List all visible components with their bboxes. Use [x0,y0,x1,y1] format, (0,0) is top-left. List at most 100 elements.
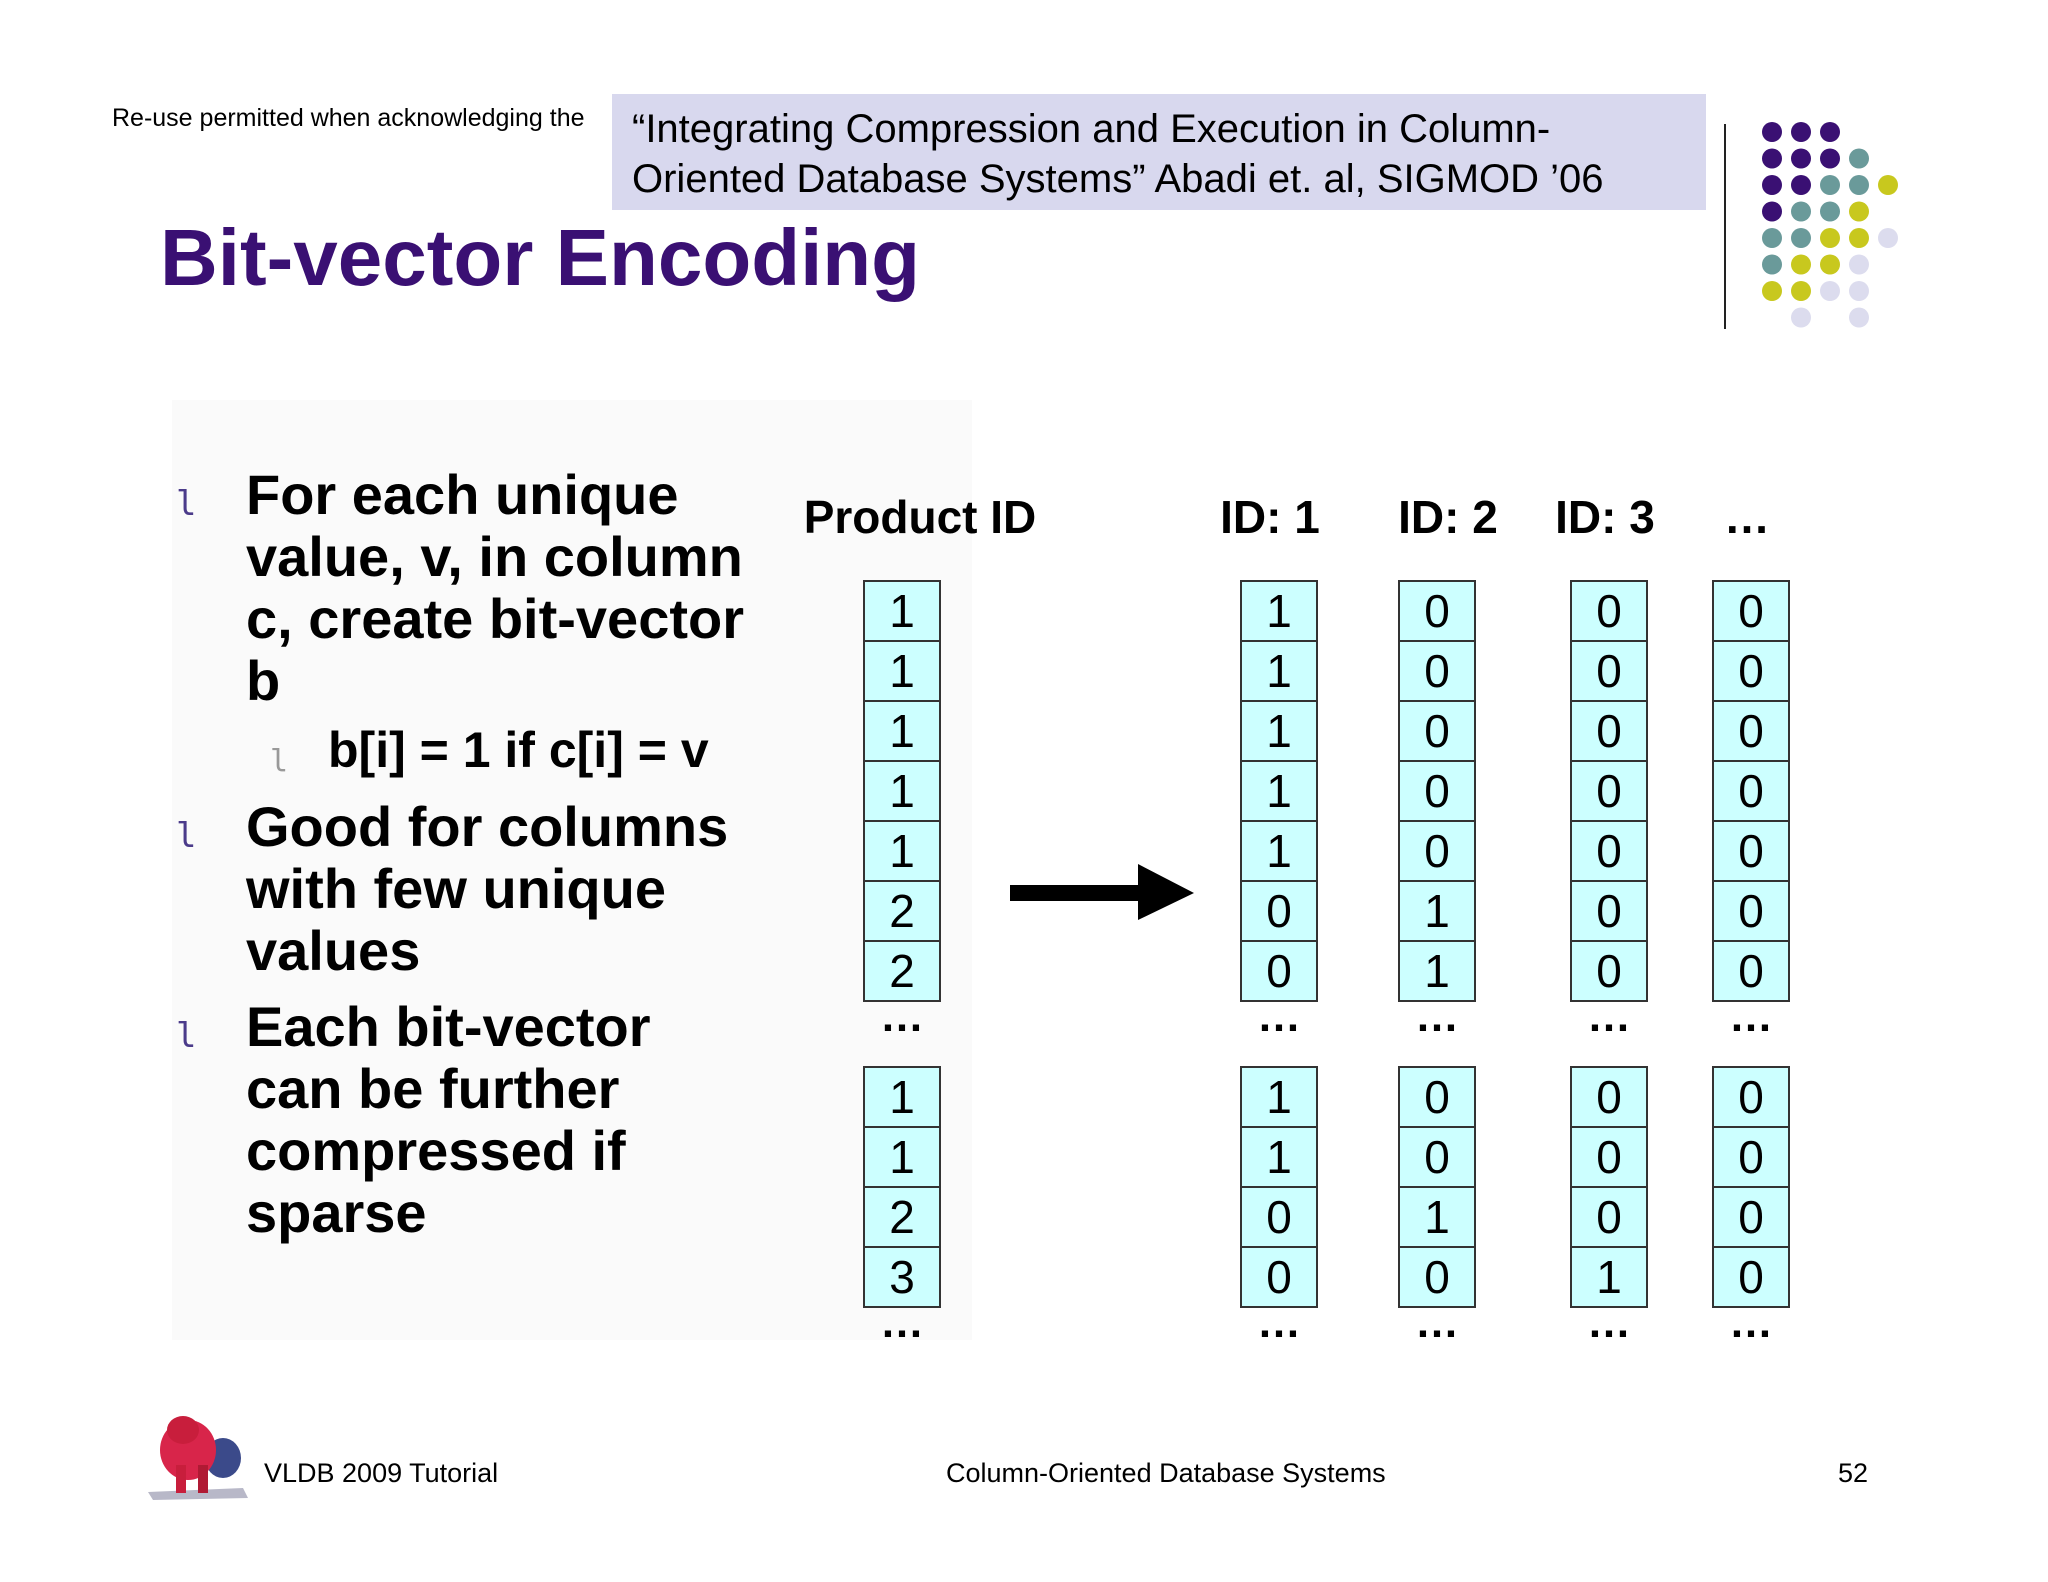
header-divider [1724,124,1726,329]
decorative-dot [1849,175,1869,195]
cell-group-bottom: 0 0 1 0 [1398,1066,1476,1308]
table-cell: 0 [1712,700,1790,762]
decorative-dot [1791,201,1811,222]
table-cell: 0 [1712,820,1790,882]
table-cell: 0 [1398,700,1476,762]
decorative-dot [1762,148,1782,169]
decorative-dot [1849,281,1869,301]
table-cell: 1 [1398,880,1476,942]
decorative-dot [1849,148,1869,169]
decorative-dot [1820,175,1840,195]
table-cell: 1 [863,700,941,762]
table-cell: 0 [1712,880,1790,942]
table-cell: 1 [863,820,941,882]
table-cell: 0 [1712,940,1790,1002]
decorative-dot [1820,122,1840,142]
citation-box: “Integrating Compression and Execution i… [612,94,1706,210]
footer-event: VLDB 2009 Tutorial [264,1458,499,1488]
table-cell: 1 [863,1066,941,1128]
sub-bullet-marker: l [270,744,289,779]
table-cell: 0 [1570,880,1648,942]
table-cell: 0 [1570,1186,1648,1248]
bullet-1-line: b [246,649,281,712]
table-cell: 3 [863,1246,941,1308]
table-cell: 0 [1712,1186,1790,1248]
table-cell: 0 [1570,760,1648,822]
decorative-dot [1849,201,1869,222]
ellipsis: … [1257,1298,1301,1347]
column-header-product-id: Product ID [803,491,1037,543]
table-cell: 0 [1398,820,1476,882]
lion-statue-logo-icon [148,1416,248,1500]
column-header-id-1: ID: 1 [1220,491,1320,543]
decorative-dot [1791,307,1811,328]
table-cell: 1 [1240,580,1318,642]
citation-line-2: Oriented Database Systems” Abadi et. al,… [632,157,1604,201]
table-cell: 0 [1712,640,1790,702]
table-cell: 0 [1398,580,1476,642]
decorative-dot [1791,281,1811,301]
table-cell: 0 [1570,1126,1648,1188]
bullet-marker: l [176,484,197,524]
bitvector-column-id-3: 0 0 0 0 0 0 0 … 0 0 0 1 … [1570,580,1648,1345]
table-cell: 1 [1240,700,1318,762]
table-cell: 2 [863,940,941,1002]
table-cell: 2 [863,880,941,942]
table-cell: 1 [863,1126,941,1188]
bullet-marker: l [176,1016,197,1056]
table-cell: 0 [1398,760,1476,822]
bitvector-column-id-1: 1 1 1 1 1 0 0 … 1 1 0 0 … [1240,580,1318,1347]
table-cell: 1 [1240,760,1318,822]
right-arrow-icon [1010,864,1194,920]
bullet-2-line: with few unique [246,857,666,920]
table-cell: 0 [1712,1126,1790,1188]
bullet-marker: l [176,816,197,856]
decorative-dot [1820,254,1840,275]
bitvector-column-id-2: 0 0 0 0 0 1 1 … 0 0 1 0 … [1398,580,1476,1347]
content-panel [172,400,972,1340]
table-cell: 0 [1712,760,1790,822]
decorative-dot [1820,228,1840,248]
decorative-dot [1820,201,1840,222]
sub-bullet-1: b[i] = 1 if c[i] = v [328,722,709,778]
table-cell: 1 [1240,1126,1318,1188]
decorative-dot [1878,175,1898,195]
bullet-1-line: c, create bit-vector [246,587,744,650]
table-cell: 1 [1398,940,1476,1002]
table-cell: 0 [1398,1126,1476,1188]
bullet-2-line: Good for columns [246,795,729,858]
table-cell: 0 [1712,1246,1790,1308]
decorative-dot [1878,228,1898,248]
cell-group-bottom: 0 0 0 0 [1712,1066,1790,1308]
page-number: 52 [1838,1458,1869,1488]
decorative-dot [1820,281,1840,301]
reuse-note: Re-use permitted when acknowledging the [112,104,585,132]
cell-group-top: 1 1 1 1 1 2 2 [863,580,941,1002]
footer-title: Column-Oriented Database Systems [946,1458,1386,1488]
table-cell: 0 [1712,580,1790,642]
ellipsis: … [1415,1298,1459,1347]
bullet-3-line: Each bit-vector [246,995,651,1058]
table-cell: 0 [1570,1066,1648,1128]
table-cell: 0 [1398,1066,1476,1128]
cell-group-bottom: 1 1 0 0 [1240,1066,1318,1308]
decorative-dot [1762,228,1782,248]
decorative-dot [1791,254,1811,275]
table-cell: 1 [863,760,941,822]
decorative-dot [1849,254,1869,275]
bullet-1-line: For each unique [246,463,679,526]
ellipsis: … [1415,992,1459,1041]
ellipsis: … [880,1298,924,1347]
column-header-more: … [1724,491,1770,543]
table-cell: 0 [1240,1246,1318,1308]
table-cell: 1 [863,580,941,642]
table-cell: 0 [1398,640,1476,702]
bullet-1-line: value, v, in column [246,525,743,588]
cell-group-top: 1 1 1 1 1 0 0 [1240,580,1318,1002]
bullet-3: Each bit-vector can be further compresse… [246,996,806,1244]
decorative-dot [1762,201,1782,222]
citation-line-1: “Integrating Compression and Execution i… [632,107,1551,151]
table-cell: 0 [1570,940,1648,1002]
table-cell: 1 [1240,820,1318,882]
table-cell: 1 [1240,640,1318,702]
